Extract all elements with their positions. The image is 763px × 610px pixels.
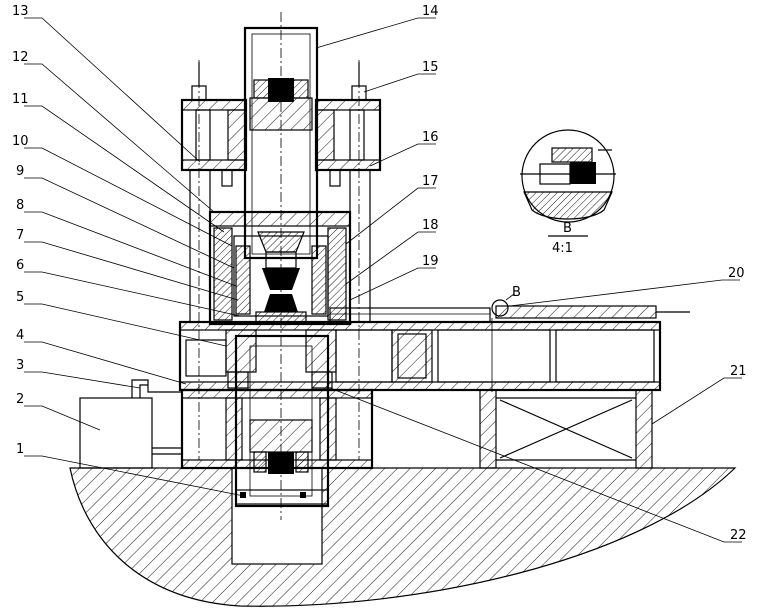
label-1: 1 xyxy=(16,442,24,457)
label-2: 2 xyxy=(16,392,24,407)
tank xyxy=(80,380,182,468)
detail-scale: 4:1 xyxy=(552,241,573,256)
label-18: 18 xyxy=(422,218,439,233)
label-14: 14 xyxy=(422,4,439,19)
label-21: 21 xyxy=(730,364,747,379)
label-6: 6 xyxy=(16,258,24,273)
label-8: 8 xyxy=(16,198,24,213)
label-20: 20 xyxy=(728,266,745,281)
label-15: 15 xyxy=(422,60,439,75)
label-4: 4 xyxy=(16,328,24,343)
label-10: 10 xyxy=(12,134,29,149)
label-19: 19 xyxy=(422,254,439,269)
ground-foundation xyxy=(70,468,735,606)
detail-title: B xyxy=(563,221,572,236)
label-7: 7 xyxy=(16,228,24,243)
label-13: 13 xyxy=(12,4,29,19)
label-17: 17 xyxy=(422,174,439,189)
label-16: 16 xyxy=(422,130,439,145)
label-9: 9 xyxy=(16,164,24,179)
leader-lines xyxy=(24,18,742,542)
roller-housing xyxy=(210,212,350,324)
label-12: 12 xyxy=(12,50,29,65)
label-22: 22 xyxy=(730,528,747,543)
label-5: 5 xyxy=(16,290,24,305)
label-11: 11 xyxy=(12,92,29,107)
label-3: 3 xyxy=(16,358,24,373)
detail-marker-label: B xyxy=(512,285,521,300)
